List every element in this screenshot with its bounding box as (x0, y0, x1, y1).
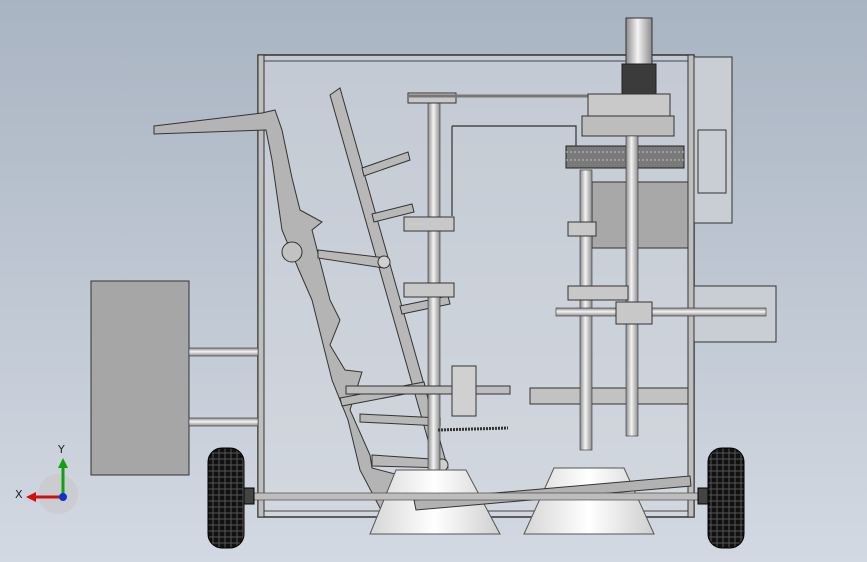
motor-gear-stack (451, 17, 767, 451)
chute-plate (153, 109, 419, 516)
cross-beams (345, 365, 689, 432)
left-wheel (207, 447, 255, 549)
axis-triad (26, 458, 78, 514)
y-axis-label: Y (58, 443, 65, 456)
control-box (90, 280, 259, 476)
axle (229, 492, 731, 501)
x-axis-label: X (15, 488, 23, 501)
z-axis-dot (59, 493, 67, 501)
right-wheel (697, 447, 745, 549)
middle-shaft (403, 92, 600, 482)
side-bracket (693, 56, 777, 343)
